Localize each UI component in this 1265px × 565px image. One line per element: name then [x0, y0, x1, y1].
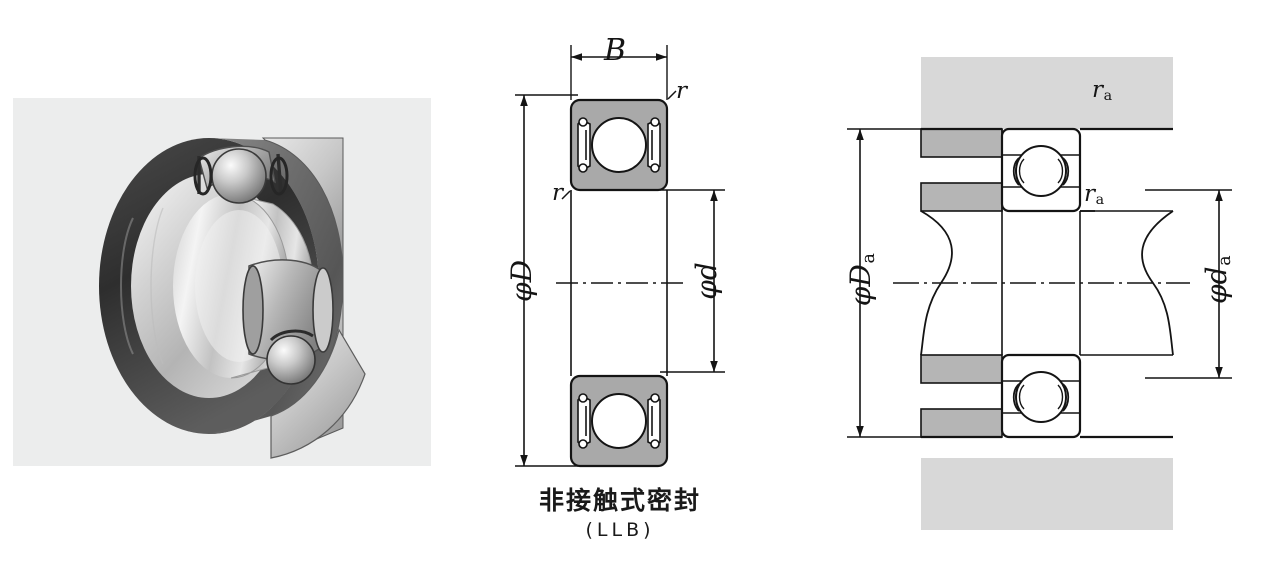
bearing-section-top	[569, 98, 669, 192]
label-phi-Da-sub: a	[858, 253, 879, 264]
caption-code: (LLB)	[585, 519, 655, 542]
bearing-photograph	[13, 98, 431, 466]
label-ra-bottom-letter: r	[1084, 181, 1095, 207]
label-ra-top-letter: r	[1092, 77, 1103, 103]
mounting-dimensions-drawing	[847, 57, 1232, 530]
label-phi-d: φd	[690, 262, 723, 300]
label-B: B	[604, 33, 627, 68]
label-ra-top-sub: a	[1103, 88, 1113, 105]
label-phi-Da-letter: φD	[844, 264, 877, 307]
mounted-bearing-top	[1000, 127, 1082, 213]
label-ra-top: ra	[1092, 77, 1113, 105]
label-ra-bottom-sub: a	[1095, 192, 1105, 209]
bearing-photograph-image	[13, 98, 431, 466]
mounted-bearing-bottom	[1000, 353, 1082, 439]
figure-caption: 非接触式密封 (LLB)	[440, 486, 800, 542]
label-r-top: r	[676, 78, 687, 104]
caption-japanese: 非接触式密封	[538, 486, 701, 515]
label-phi-da: φda	[1200, 243, 1235, 317]
bearing-photo-svg	[99, 137, 366, 459]
label-r-bottom: r	[552, 180, 563, 206]
label-phi-da-sub: a	[1214, 255, 1235, 266]
label-phi-D: φD	[505, 259, 538, 303]
label-ra-bottom: ra	[1084, 181, 1105, 209]
label-phi-Da: φDa	[844, 243, 879, 317]
label-phi-da-letter: φd	[1200, 266, 1233, 304]
bearing-section-bottom	[569, 374, 669, 468]
